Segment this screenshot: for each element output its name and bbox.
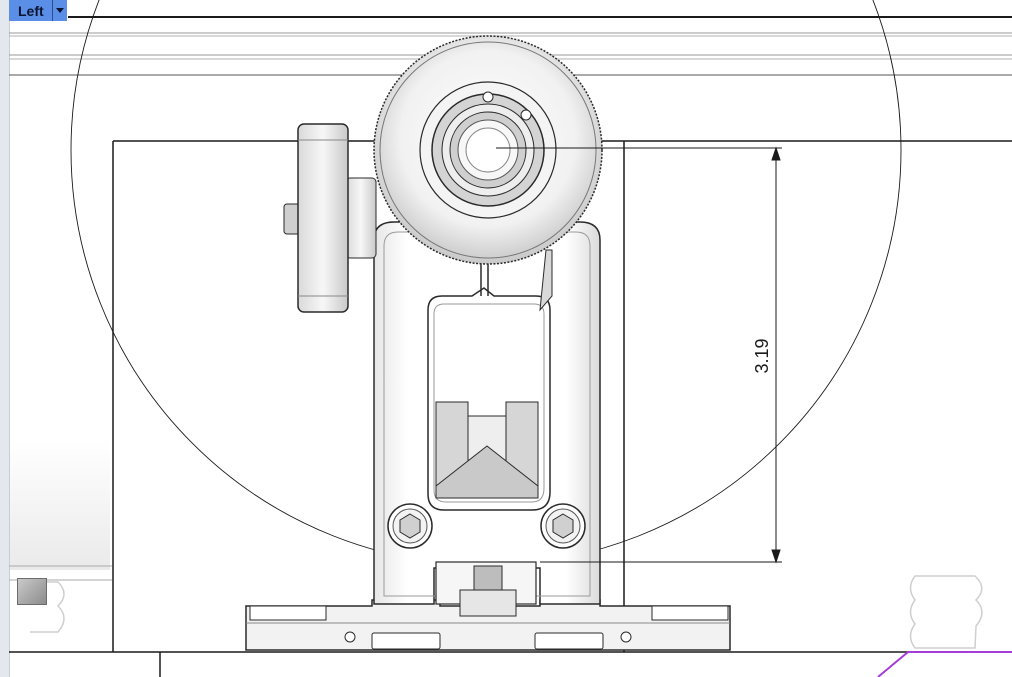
background-shading (10, 440, 110, 570)
viewport-name-label[interactable]: Left (9, 0, 53, 21)
left-sidebar-rail (0, 0, 10, 677)
hex-bolt-left (387, 503, 433, 549)
viewport-title-tab[interactable]: Left (9, 0, 67, 21)
dimension-value-label: 3.19 (752, 338, 772, 373)
material-swatch-thumbnail[interactable] (17, 578, 47, 605)
inner-roller (435, 401, 539, 499)
base-rail (245, 599, 731, 651)
pulley-wheel (373, 35, 603, 265)
purple-construction-lines (877, 651, 1012, 677)
side-adjustment-knob (283, 123, 377, 313)
chevron-down-icon[interactable] (52, 0, 67, 21)
vertical-dimension (496, 146, 782, 564)
ghost-part-outlines (30, 575, 983, 649)
hex-bolt-right (540, 503, 586, 549)
